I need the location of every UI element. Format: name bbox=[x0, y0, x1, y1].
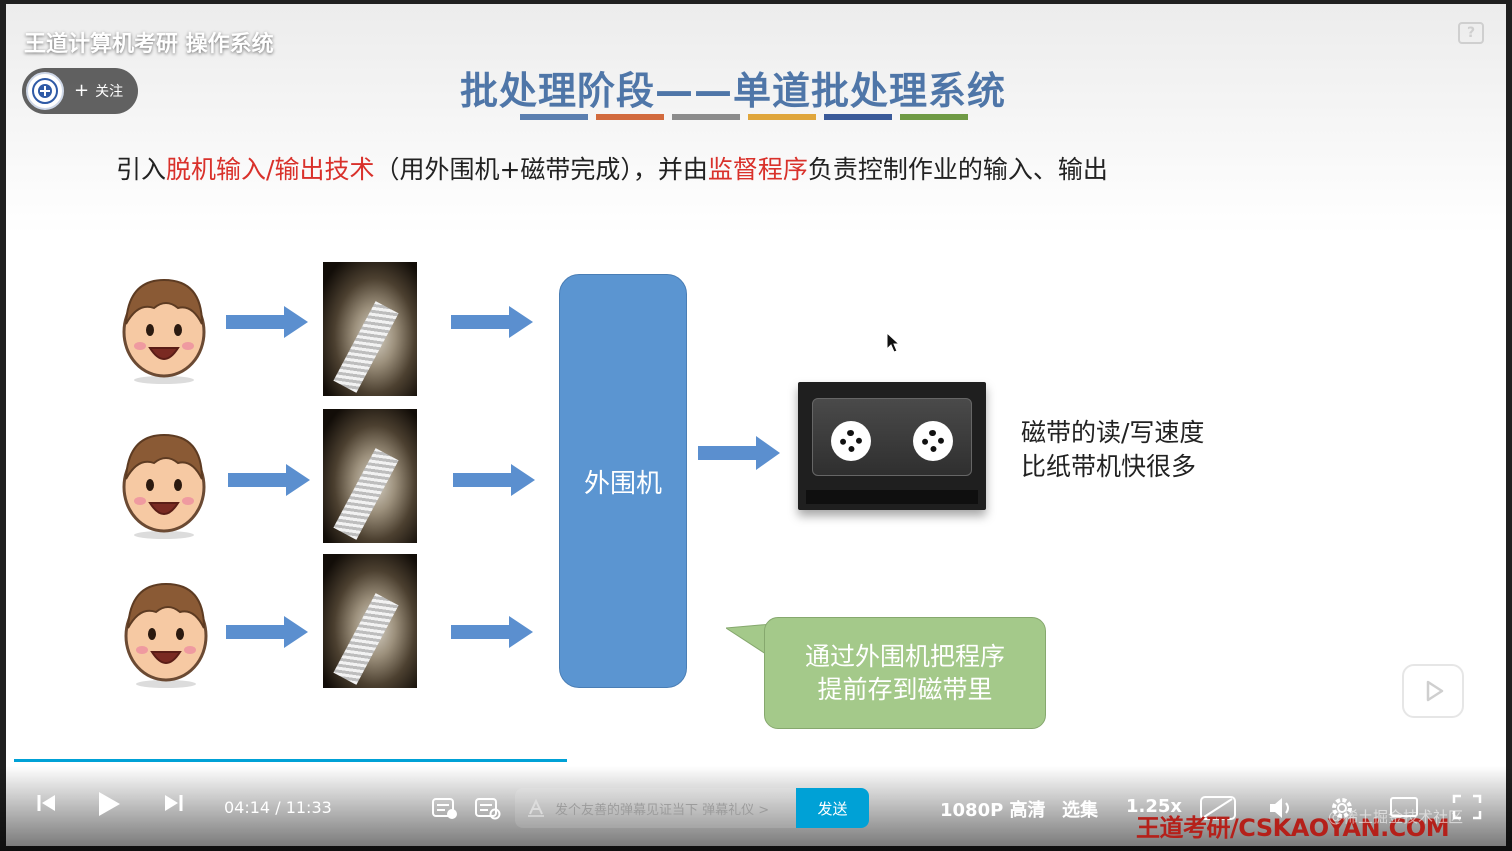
mouse-cursor-icon bbox=[886, 332, 900, 353]
brand-watermark: 王道考研/CSKAOYAN.COM bbox=[1136, 814, 1450, 842]
user-face-icon bbox=[122, 278, 206, 384]
tape-speed-note: 磁带的读/写速度 比纸带机快很多 bbox=[1021, 416, 1204, 484]
arrow-right-icon bbox=[226, 306, 308, 338]
progress-bar[interactable] bbox=[14, 759, 1498, 762]
previous-icon[interactable] bbox=[36, 792, 58, 814]
total-time: 11:33 bbox=[285, 798, 332, 817]
font-style-icon[interactable] bbox=[527, 799, 545, 817]
mini-play-button[interactable] bbox=[1402, 664, 1464, 718]
paper-tape-machine-image bbox=[323, 262, 417, 396]
desc-prefix: 引入 bbox=[116, 155, 167, 184]
fullscreen-icon[interactable] bbox=[1452, 794, 1482, 820]
follow-button[interactable]: + 关注 bbox=[22, 68, 138, 114]
control-bar: 04:14 / 11:33 发个友善的弹幕见证当下 弹幕礼仪 > 发送 1080… bbox=[0, 766, 1512, 851]
tape-reel-icon bbox=[913, 421, 953, 461]
play-icon bbox=[1426, 680, 1444, 702]
color-bar bbox=[824, 114, 892, 120]
video-title: 王道计算机考研 操作系统 bbox=[24, 32, 274, 57]
danmaku-toggle-icon[interactable] bbox=[432, 796, 458, 820]
callout-line: 提前存到磁带里 bbox=[817, 675, 993, 704]
peripheral-machine-block: 外围机 bbox=[559, 274, 687, 688]
quality-selector[interactable]: 1080P 高清 bbox=[940, 800, 1046, 821]
widescreen-icon[interactable] bbox=[1390, 796, 1418, 820]
danmaku-settings-icon[interactable] bbox=[475, 796, 501, 820]
channel-logo-icon bbox=[32, 78, 58, 104]
tape-note-line: 比纸带机快很多 bbox=[1021, 452, 1197, 481]
callout-bubble: 通过外围机把程序 提前存到磁带里 bbox=[764, 617, 1046, 729]
callout-line: 通过外围机把程序 bbox=[804, 642, 1005, 671]
arrow-right-icon bbox=[698, 436, 780, 470]
follow-label: 关注 bbox=[95, 84, 124, 100]
follow-plus-icon: + bbox=[74, 80, 90, 101]
arrow-right-icon bbox=[451, 306, 533, 338]
gear-icon[interactable] bbox=[1328, 794, 1356, 822]
paper-tape-machine-image bbox=[323, 554, 417, 688]
slide-heading: 批处理阶段——单道批处理系统 bbox=[460, 69, 1007, 113]
speed-selector[interactable]: 1.25x bbox=[1126, 796, 1183, 817]
subtitle-icon[interactable] bbox=[1200, 796, 1236, 820]
color-bar bbox=[672, 114, 740, 120]
play-icon[interactable] bbox=[96, 790, 122, 818]
desc-suffix: 负责控制作业的输入、输出 bbox=[807, 155, 1108, 184]
episodes-button[interactable]: 选集 bbox=[1062, 800, 1098, 821]
tape-window bbox=[812, 398, 972, 476]
heading-color-bars bbox=[520, 114, 968, 120]
desc-emphasis-monitor: 监督程序 bbox=[707, 155, 808, 184]
send-danmaku-button[interactable]: 发送 bbox=[796, 788, 869, 828]
avatar bbox=[26, 72, 64, 110]
help-button[interactable]: ? bbox=[1458, 22, 1484, 44]
desc-middle: （用外围机+磁带完成），并由 bbox=[374, 155, 708, 184]
community-watermark: @稀土掘金技术社区 bbox=[1328, 808, 1464, 826]
user-face-icon bbox=[122, 433, 206, 539]
next-icon[interactable] bbox=[162, 792, 184, 814]
arrow-right-icon bbox=[453, 464, 535, 496]
paper-tape-machine-image bbox=[323, 409, 417, 543]
user-face-icon bbox=[124, 582, 208, 688]
tape-slot bbox=[806, 490, 978, 504]
arrow-right-icon bbox=[228, 464, 310, 496]
magnetic-tape-icon bbox=[798, 382, 986, 510]
color-bar bbox=[596, 114, 664, 120]
progress-fill bbox=[14, 759, 568, 762]
volume-icon[interactable] bbox=[1268, 796, 1294, 820]
danmaku-input[interactable]: 发个友善的弹幕见证当下 弹幕礼仪 > bbox=[555, 803, 770, 818]
color-bar bbox=[748, 114, 816, 120]
color-bar bbox=[900, 114, 968, 120]
tape-reel-icon bbox=[831, 421, 871, 461]
slide: 批处理阶段——单道批处理系统 引入脱机输入/输出技术（用外围机+磁带完成），并由… bbox=[6, 4, 1506, 846]
current-time: 04:14 bbox=[224, 798, 271, 817]
slide-description: 引入脱机输入/输出技术（用外围机+磁带完成），并由监督程序负责控制作业的输入、输… bbox=[116, 150, 1108, 186]
time-separator: / bbox=[275, 798, 281, 817]
desc-emphasis-offline-io: 脱机输入/输出技术 bbox=[166, 155, 375, 184]
time-display: 04:14 / 11:33 bbox=[224, 798, 332, 817]
arrow-right-icon bbox=[451, 616, 533, 648]
arrow-right-icon bbox=[226, 616, 308, 648]
tape-note-line: 磁带的读/写速度 bbox=[1021, 418, 1205, 447]
color-bar bbox=[520, 114, 588, 120]
